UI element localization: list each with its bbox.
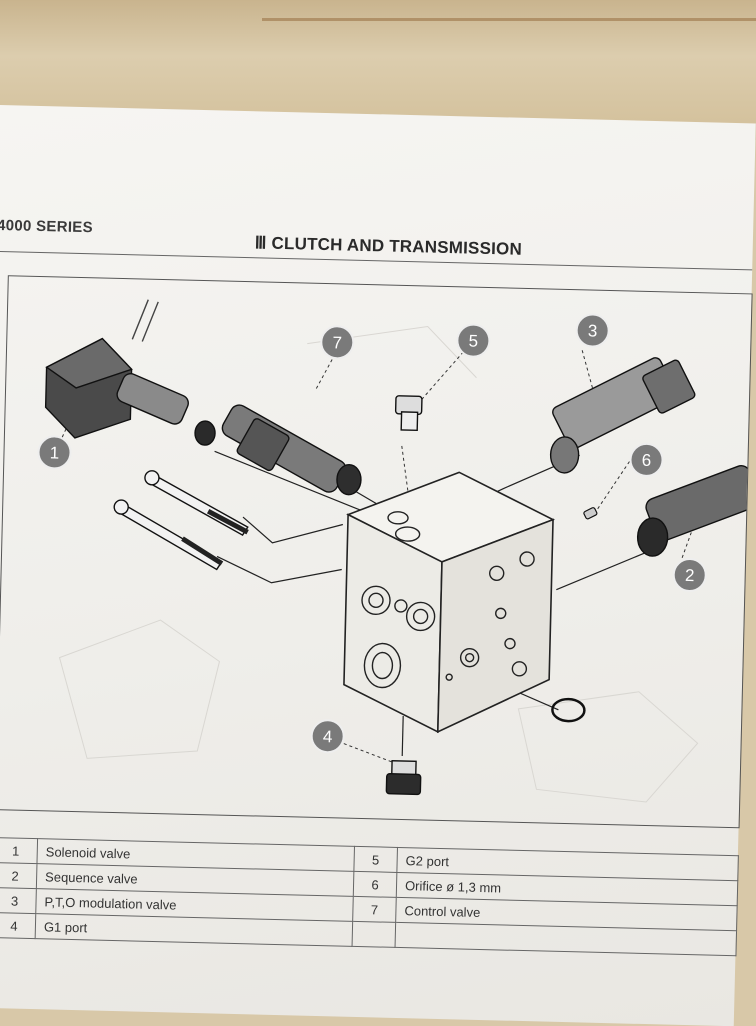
callout-4-label: 4 xyxy=(323,727,333,746)
callout-2: 2 xyxy=(672,557,707,592)
section-title: Ⅲ CLUTCH AND TRANSMISSION xyxy=(254,233,523,259)
o-ring xyxy=(551,697,586,723)
series-label: 4000 SERIES xyxy=(0,216,94,237)
callout-5-label: 5 xyxy=(468,332,478,351)
control-valve xyxy=(221,404,362,496)
part-number: 6 xyxy=(353,871,397,898)
callout-7: 7 xyxy=(320,325,355,360)
mounting-bolts xyxy=(113,470,249,571)
callout-7-label: 7 xyxy=(332,333,342,352)
pto-modulation-valve xyxy=(549,357,696,474)
part-number: 1 xyxy=(0,837,38,864)
callout-6-label: 6 xyxy=(642,451,652,470)
part-number xyxy=(352,921,396,948)
desk-grain-line xyxy=(262,18,756,21)
part-number: 5 xyxy=(353,846,398,873)
manual-page: 4000 SERIES Ⅲ CLUTCH AND TRANSMISSION xyxy=(0,105,756,1026)
callout-4: 4 xyxy=(310,719,345,754)
solenoid-valve xyxy=(44,299,216,446)
manifold-block xyxy=(343,471,556,734)
callout-1: 1 xyxy=(37,435,72,470)
callout-3-label: 3 xyxy=(588,321,598,340)
callout-5: 5 xyxy=(456,323,491,358)
parts-legend-table: 1 Solenoid valve 5 G2 port 2 Sequence va… xyxy=(0,837,739,956)
g1-port-plug xyxy=(385,760,422,796)
valve-block-exploded-diagram: 1 7 5 3 6 2 4 xyxy=(37,299,752,803)
part-number: 2 xyxy=(0,862,37,889)
sequence-valve xyxy=(636,465,752,557)
callout-6: 6 xyxy=(629,442,664,477)
callout-1-label: 1 xyxy=(50,443,60,462)
orifice xyxy=(583,507,598,520)
part-number: 3 xyxy=(0,887,37,914)
g2-port-plug xyxy=(394,395,423,432)
callout-2-label: 2 xyxy=(685,566,695,585)
part-number: 7 xyxy=(352,896,397,923)
exploded-diagram-frame: 1 7 5 3 6 2 4 xyxy=(0,275,753,829)
part-number: 4 xyxy=(0,912,36,939)
callout-3: 3 xyxy=(575,313,610,348)
